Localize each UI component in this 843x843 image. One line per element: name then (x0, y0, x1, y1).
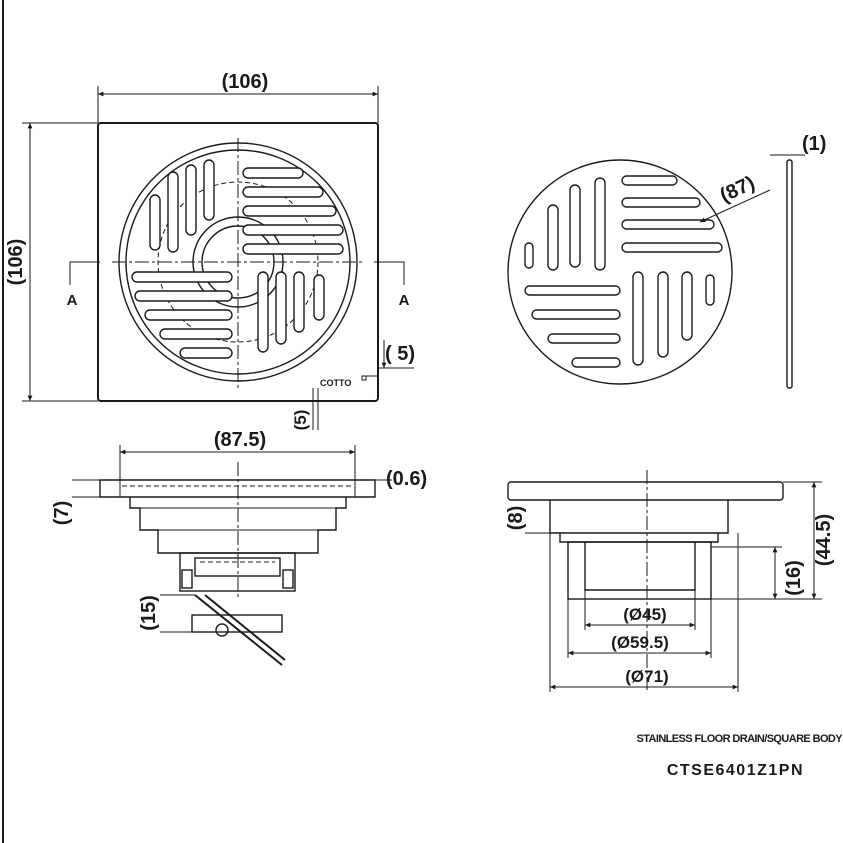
grate-view: (87) (1) (507, 133, 826, 389)
side-flange-dim: (8) (505, 506, 527, 530)
trap-dim: (15) (138, 595, 160, 631)
section-view: (87.5) (0.6) (7) (15) (51, 429, 427, 666)
section-flange (99, 479, 376, 498)
product-description: STAINLESS FLOOR DRAIN/SQUARE BODY (636, 733, 843, 745)
outer-diameter-dim: (Ø71) (625, 667, 668, 686)
grate-outline (507, 159, 733, 385)
grate-thickness-dim: (1) (802, 133, 826, 155)
top-grate-slots (131, 159, 344, 359)
side-view: (8) (44.5) (16) (Ø45) (Ø59.5) (Ø71) (505, 470, 835, 692)
top-height-dim: (106) (5, 239, 27, 286)
plate-thickness-dim: (0.6) (386, 468, 427, 490)
flange-dim: ( 5) (385, 343, 415, 365)
grate-slots (524, 175, 723, 368)
total-height-dim: (44.5) (813, 514, 835, 566)
top-width-dim: (106) (222, 71, 269, 93)
grate-diameter-dim: (87) (717, 172, 759, 207)
inner-diameter-dim: (Ø45) (623, 605, 666, 624)
top-view: (106) (106) (5, 71, 415, 430)
flange-height-dim: (7) (51, 501, 73, 525)
model-code: CTSE6401Z1PN (667, 762, 804, 779)
grate-thickness-profile (786, 159, 793, 389)
section-width-dim: (87.5) (214, 429, 266, 451)
title-block: STAINLESS FLOOR DRAIN/SQUARE BODY CTSE64… (636, 733, 843, 779)
section-mark-left: A (67, 292, 78, 309)
mid-diameter-dim: (Ø59.5) (611, 633, 669, 652)
section-mark-right: A (399, 292, 410, 309)
side-body (567, 541, 712, 600)
side-flange (507, 481, 784, 501)
body-height-dim: (16) (783, 560, 805, 596)
logo-offset-dim: (5) (291, 410, 310, 431)
cotto-logo: COTTO (320, 378, 351, 388)
